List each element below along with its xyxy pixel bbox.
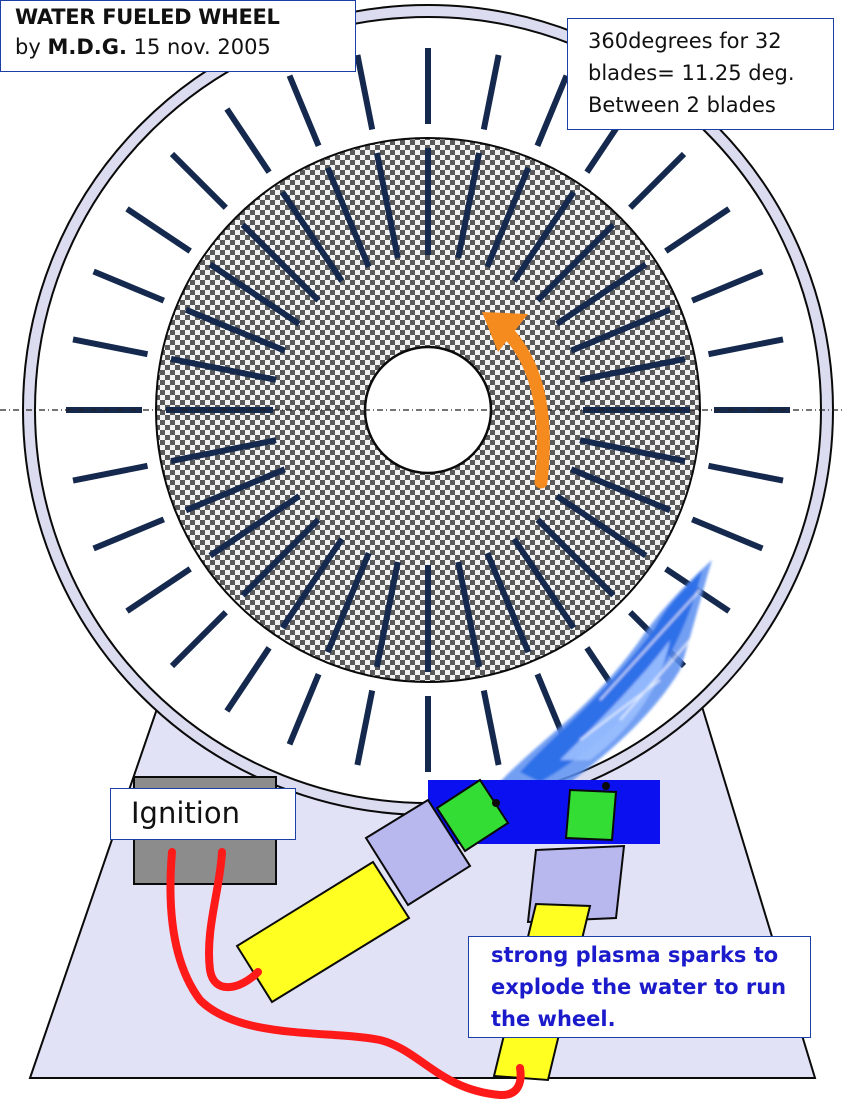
angle-note-line-3: Between 2 blades [588,93,776,117]
rotation-arrow [482,312,550,489]
water-spray [500,560,712,790]
author-text: M.D.G. [47,35,127,59]
plasma-note-line-2: explode the water to run [491,975,787,999]
title-label: WATER FUELED WHEEL by M.D.G. 15 nov. 200… [0,0,356,72]
blade-8 [480,689,502,766]
hub-blade-26 [455,152,483,259]
blade-29 [628,151,687,210]
angle-note-line-1: 360degrees for 32 [588,29,782,53]
title-text: WATER FUELED WHEEL [15,5,280,29]
blade-32 [707,336,784,358]
hub-blade-15 [184,466,286,514]
wheel-hub-blades [166,148,690,672]
hub-blade-28 [511,190,577,283]
hub-blade-8 [455,561,483,668]
date-text: 15 nov. 2005 [133,35,271,59]
blade-14 [125,566,192,614]
blade-19 [92,268,165,304]
blade-2 [707,462,784,484]
hub-blade-31 [570,306,672,354]
hub-blade-2 [579,437,686,465]
blade-angle-note: 360degrees for 32 blades= 11.25 deg. Bet… [567,18,834,130]
plasma-note: strong plasma sparks to explode the wate… [468,936,811,1038]
hub-blade-24 [373,152,401,259]
hub-blade-19 [184,306,286,354]
blade-12 [224,646,272,713]
hub-blade-3 [570,466,672,514]
blade-16 [72,462,149,484]
hub-blade-4 [555,493,648,559]
hub-blade-6 [511,537,577,630]
hub-blade-18 [170,355,277,383]
blade-30 [664,206,731,254]
blade-21 [169,151,228,210]
blade-26 [480,54,502,131]
hub-blade-27 [484,166,532,268]
hub-blade-5 [535,517,616,598]
hub-blade-32 [579,355,686,383]
igniter-left [235,778,510,1004]
hub-blade-12 [279,537,345,630]
author-line: by M.D.G. 15 nov. 2005 [15,30,355,64]
blade-22 [224,107,272,174]
blade-3 [691,516,764,552]
blade-13 [169,610,228,669]
blade-23 [286,74,322,147]
hub-blade-13 [240,517,321,598]
hub-blade-11 [324,552,372,654]
hub-blade-22 [279,190,345,283]
blade-18 [72,336,149,358]
hub-blade-16 [170,437,277,465]
blade-27 [534,74,570,147]
plasma-note-line-1: strong plasma sparks to [491,943,779,967]
blade-10 [354,689,376,766]
ignition-label: Ignition [110,788,296,840]
hub-blade-10 [373,561,401,668]
blade-31 [691,268,764,304]
angle-note-line-2: blades= 11.25 deg. [588,61,795,85]
ignition-wires [166,848,525,1099]
hub-blade-23 [324,166,372,268]
by-text: by [15,35,41,59]
hub-blade-29 [535,222,616,303]
hub-blade-14 [208,493,301,559]
blade-11 [286,673,322,746]
hub-blade-7 [484,552,532,654]
hub-blade-20 [208,261,301,327]
hub-blade-21 [240,222,321,303]
plasma-note-line-3: the wheel. [491,1007,616,1031]
hub-blade-30 [555,261,648,327]
blade-15 [92,516,165,552]
blade-24 [354,54,376,131]
blade-20 [125,206,192,254]
